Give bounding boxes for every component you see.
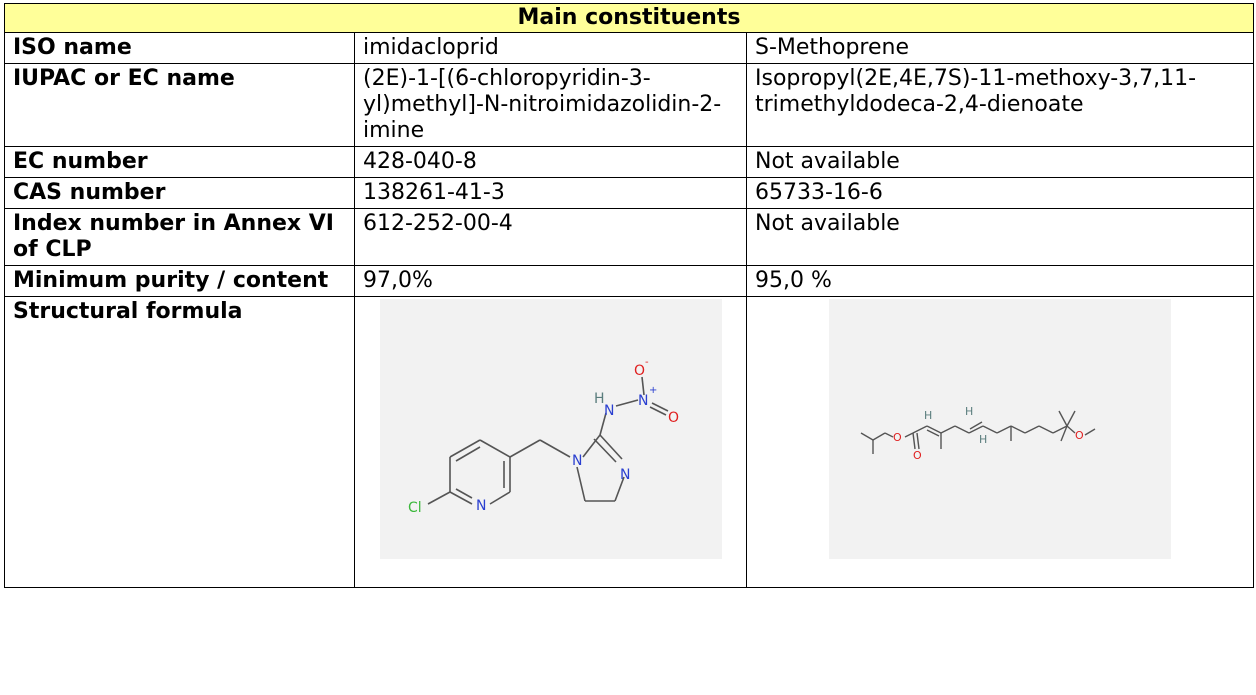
atom-label: H	[965, 405, 973, 418]
atom-label: O	[893, 431, 902, 444]
row-label: Minimum purity / content	[4, 265, 355, 297]
atom-label: O	[668, 410, 679, 426]
table-header: Main constituents	[4, 3, 1254, 33]
table-row: ISO name imidacloprid S-Methoprene	[4, 32, 1254, 64]
imidacloprid-structure-svg: O - H N N + O N N Cl N	[408, 357, 679, 516]
atom-label: +	[649, 385, 657, 396]
atom-label: -	[645, 357, 649, 368]
table-row: Index number in Annex VI of CLP 612-252-…	[4, 208, 1254, 266]
table-row: IUPAC or EC name (2E)-1-[(6-chloropyridi…	[4, 63, 1254, 147]
cell-imidacloprid: (2E)-1-[(6-chloropyridin-3-yl)methyl]-N-…	[354, 63, 747, 147]
cell-imidacloprid-structure: O - H N N + O N N Cl N	[354, 296, 747, 588]
cell-methoprene: Not available	[746, 146, 1254, 178]
table-row: EC number 428-040-8 Not available	[4, 146, 1254, 178]
row-label: EC number	[4, 146, 355, 178]
table-row: Minimum purity / content 97,0% 95,0 %	[4, 265, 1254, 297]
atom-label: O	[913, 449, 922, 462]
atom-label: N	[638, 393, 648, 409]
row-label: Structural formula	[4, 296, 355, 588]
methoprene-structure-image: O O H H H O	[829, 299, 1171, 559]
table-header-row: Main constituents	[4, 3, 1254, 33]
atom-label: N	[620, 467, 630, 483]
atom-label: O	[634, 363, 645, 379]
table-row: CAS number 138261-41-3 65733-16-6	[4, 177, 1254, 209]
cell-methoprene: Isopropyl(2E,4E,7S)-11-methoxy-3,7,11-tr…	[746, 63, 1254, 147]
atom-label: N	[604, 403, 614, 419]
atom-label: H	[594, 391, 605, 407]
methoprene-structure-svg: O O H H H O	[860, 405, 1096, 462]
atom-label: N	[572, 453, 582, 469]
row-label: Index number in Annex VI of CLP	[4, 208, 355, 266]
cell-imidacloprid: imidacloprid	[354, 32, 747, 64]
atom-label: H	[924, 409, 932, 422]
cell-methoprene: S-Methoprene	[746, 32, 1254, 64]
cell-methoprene: 65733-16-6	[746, 177, 1254, 209]
cell-imidacloprid: 97,0%	[354, 265, 747, 297]
cell-methoprene-structure: O O H H H O	[746, 296, 1254, 588]
cell-imidacloprid: 612-252-00-4	[354, 208, 747, 266]
row-label: ISO name	[4, 32, 355, 64]
cell-imidacloprid: 138261-41-3	[354, 177, 747, 209]
atom-label: O	[1075, 429, 1084, 442]
table-row: Structural formula	[4, 296, 1254, 588]
atom-label: Cl	[408, 500, 422, 516]
cell-methoprene: 95,0 %	[746, 265, 1254, 297]
imidacloprid-structure-image: O - H N N + O N N Cl N	[379, 299, 722, 559]
constituents-table: Main constituents ISO name imidacloprid …	[4, 3, 1254, 588]
atom-label: N	[476, 498, 486, 514]
cell-methoprene: Not available	[746, 208, 1254, 266]
row-label: IUPAC or EC name	[4, 63, 355, 147]
cell-imidacloprid: 428-040-8	[354, 146, 747, 178]
atom-label: H	[979, 433, 987, 446]
row-label: CAS number	[4, 177, 355, 209]
